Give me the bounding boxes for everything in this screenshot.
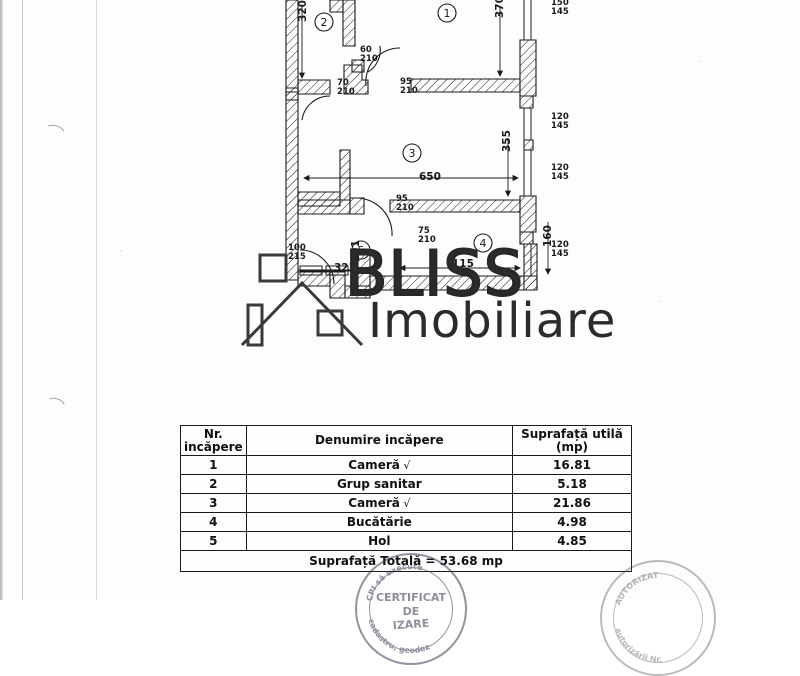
- certificate-stamp: CPI să execute cadastru, geodez CERTIFIC…: [355, 553, 467, 665]
- room-marker-label: 1: [444, 7, 451, 20]
- room-marker-label: 4: [480, 237, 487, 250]
- opening-width-label: 95: [400, 77, 412, 87]
- room-marker-circle: [402, 143, 422, 163]
- col-header-name: Denumire incăpere: [245, 424, 514, 457]
- scan-speck: [660, 300, 662, 302]
- opening-width-label: 95: [396, 194, 408, 204]
- col-header-number: Nr. incăpere: [180, 424, 247, 457]
- opening-height-label: 145: [551, 172, 569, 182]
- opening-height-label: 210: [337, 87, 355, 97]
- room-schedule-table: Nr. incăpere Denumire incăpere Suprafață…: [180, 424, 632, 573]
- opening-height-label: 145: [551, 7, 569, 17]
- dimension-label: 320: [297, 0, 309, 22]
- col-header-number-l1: Nr.: [203, 427, 223, 441]
- opening-width-label: 150: [551, 0, 569, 8]
- cell-room-number: 5: [180, 531, 247, 552]
- dimension-label: 115: [452, 258, 474, 270]
- room-marker-circle: [351, 240, 371, 260]
- col-header-area-l1: Suprafață utilă: [521, 427, 623, 441]
- cell-room-area: 4.85: [512, 531, 632, 552]
- cell-room-area: 5.18: [512, 474, 632, 495]
- opening-width-label: 60: [360, 45, 372, 55]
- opening-height-label: 145: [551, 121, 569, 131]
- opening-height-label: 210: [360, 54, 378, 64]
- cell-room-area: 16.81: [512, 455, 632, 476]
- col-header-number-l2: incăpere: [184, 439, 243, 454]
- dimension-label: 201: [350, 240, 362, 262]
- opening-width-label: 120: [551, 240, 569, 250]
- opening-width-label: 70: [337, 78, 349, 88]
- cell-room-number: 1: [180, 455, 247, 476]
- scan-speck: [120, 250, 122, 252]
- col-header-area: Suprafață utilă (mp): [512, 424, 632, 457]
- cell-room-area: 4.98: [512, 512, 632, 533]
- cell-room-area: 21.86: [512, 493, 632, 514]
- cell-room-number: 2: [180, 474, 247, 495]
- cell-room-name: Grup sanitar: [245, 474, 514, 495]
- dimension-label: 650: [419, 171, 441, 183]
- room-marker-circle: [437, 3, 457, 23]
- cell-room-name: Cameră √: [245, 455, 514, 476]
- dimension-label: 355: [501, 130, 513, 152]
- room-marker-label: 3: [409, 147, 416, 160]
- scan-speck: [700, 60, 702, 62]
- scan-edge-artifact: [0, 0, 3, 600]
- opening-height-label: 210: [396, 203, 414, 213]
- room-marker-label: 2: [321, 16, 328, 29]
- table-header-row: Nr. incăpere Denumire incăpere Suprafață…: [180, 424, 632, 457]
- opening-height-label: 145: [551, 249, 569, 259]
- cell-room-number: 4: [180, 512, 247, 533]
- opening-width-label: 120: [551, 163, 569, 173]
- cell-room-name: Hol: [245, 531, 514, 552]
- certificate-stamp-line1: CERTIFICAT: [375, 591, 446, 604]
- opening-height-label: 210: [418, 235, 436, 245]
- col-header-area-l2: (mp): [555, 439, 589, 454]
- opening-width-label: 75: [418, 226, 430, 236]
- checkmark-annotation: √: [399, 459, 411, 473]
- authorization-stamp-arc-text: AUTORIZAT autorizării Nr.: [613, 571, 662, 664]
- authorization-stamp: AUTORIZAT autorizării Nr.: [600, 560, 716, 676]
- opening-height-label: 215: [288, 252, 306, 262]
- cell-room-number: 3: [180, 493, 247, 514]
- svg-text:autorizării Nr.: autorizării Nr.: [613, 627, 662, 664]
- dimension-label: 370: [494, 0, 506, 18]
- opening-width-label: 120: [551, 112, 569, 122]
- scan-fold-line: [22, 0, 23, 600]
- checkmark-annotation: √: [399, 497, 411, 511]
- dimension-label: 323: [334, 262, 356, 274]
- opening-height-label: 210: [400, 86, 418, 96]
- room-marker-circle: [473, 233, 493, 253]
- cell-room-name: Bucătărie: [245, 512, 514, 533]
- cell-room-name: Cameră √: [245, 493, 514, 514]
- room-marker-circle: [314, 12, 334, 32]
- scan-fold-line: [96, 0, 97, 600]
- opening-width-label: 100: [288, 243, 306, 253]
- room-marker-label: 5: [358, 244, 365, 257]
- svg-text:AUTORIZAT: AUTORIZAT: [613, 571, 659, 606]
- dimension-label: 160: [542, 225, 554, 247]
